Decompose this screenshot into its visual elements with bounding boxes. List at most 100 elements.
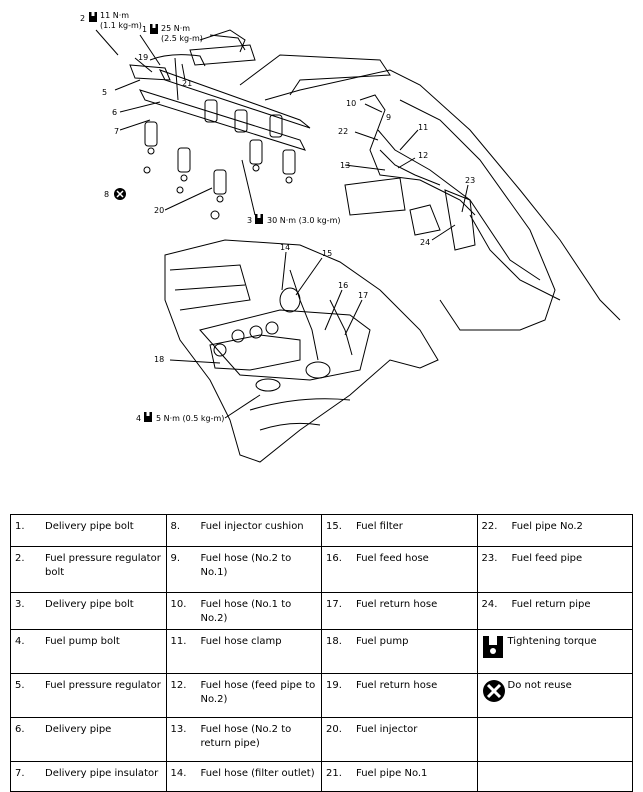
legend-number: 9. xyxy=(170,553,181,564)
legend-cell: 23. Fuel feed pipe xyxy=(476,546,633,593)
legend-cell: 11. Fuel hose clamp xyxy=(165,629,322,674)
callout-5: 5 xyxy=(102,88,107,97)
legend-label: Fuel pipe No.1 xyxy=(356,768,428,779)
legend-label: Fuel filter xyxy=(356,521,403,532)
legend-number: 8. xyxy=(170,521,181,532)
fuel-injectors xyxy=(143,99,296,220)
legend-label: Delivery pipe xyxy=(45,724,112,735)
legend-label: Do not reuse xyxy=(507,680,572,691)
legend-cell: 7.Delivery pipe insulator xyxy=(10,761,167,792)
callout-17: 17 xyxy=(358,291,368,300)
legend-label: Fuel pump xyxy=(356,636,409,647)
legend-label: Tightening torque xyxy=(507,636,597,647)
callout-9: 9 xyxy=(386,113,391,122)
legend-cell: 9. Fuel hose (No.2 to No.1) xyxy=(165,546,322,593)
fuel-tank xyxy=(164,239,439,463)
legend-label: Delivery pipe bolt xyxy=(45,599,134,610)
legend-number: 7. xyxy=(15,768,25,779)
legend-number: 12. xyxy=(170,680,187,691)
legend-number: 4. xyxy=(15,636,25,647)
legend-number: 2. xyxy=(15,553,25,564)
callout-15: 15 xyxy=(322,249,332,258)
legend-number: 15. xyxy=(326,521,342,532)
torque-2-kgm: (1.1 kg-m) xyxy=(100,21,142,30)
torque-3-value: 30 N·m (3.0 kg-m) xyxy=(267,216,340,225)
legend-number: 20. xyxy=(326,724,342,735)
legend-cell: 24.Fuel return pipe xyxy=(476,592,633,630)
legend-cell: 16.Fuel feed hose xyxy=(321,546,478,593)
legend-label: Fuel hose (No.2 to No.1) xyxy=(200,553,292,578)
delivery-pipe-assembly xyxy=(129,29,311,151)
legend-number: 21. xyxy=(326,768,342,779)
callout-12: 12 xyxy=(418,151,428,160)
legend-cell: 21. Fuel pipe No.1 xyxy=(321,761,478,792)
legend-label: Fuel hose (No.1 to No.2) xyxy=(200,599,292,624)
legend-cell: 13. Fuel hose (No.2 to return pipe) xyxy=(165,717,322,762)
legend-number: 11. xyxy=(170,636,187,647)
legend-number: 1. xyxy=(15,521,25,532)
legend-cell: 10. Fuel hose (No.1 to No.2) xyxy=(165,592,322,630)
legend-cell xyxy=(476,761,633,792)
legend-label: Fuel return pipe xyxy=(511,599,591,610)
callout-14: 14 xyxy=(280,243,290,252)
callout-19: 19 xyxy=(138,53,148,62)
callout-24: 24 xyxy=(420,238,430,247)
legend-cell: 3.Delivery pipe bolt xyxy=(10,592,167,630)
legend-cell: 1.Delivery pipe bolt xyxy=(10,514,167,547)
legend-label: Fuel pressure regulator xyxy=(45,680,161,691)
fuel-system-exploded-diagram: 2 11 N·m (1.1 kg-m) 1 25 N·m (2.5 kg-m) … xyxy=(80,11,621,463)
legend-number: 22. xyxy=(481,521,498,532)
legend-cell: 18. Fuel pump xyxy=(321,629,478,674)
legend-cell: 8. Fuel injector cushion xyxy=(165,514,322,547)
legend-cell: 19.Fuel return hose xyxy=(321,673,478,718)
legend-cell: 17.Fuel return hose xyxy=(321,592,478,630)
torque-marker-2 xyxy=(89,12,97,22)
legend-number: 13. xyxy=(170,724,187,735)
legend-label: Fuel feed pipe xyxy=(511,553,583,564)
callout-11: 11 xyxy=(418,123,428,132)
legend-number: 18. xyxy=(326,636,342,647)
legend-cell: 6.Delivery pipe xyxy=(10,717,167,762)
legend-label: Fuel injector cushion xyxy=(200,521,304,532)
legend-number: 23. xyxy=(481,553,498,564)
legend-row: 4. Fuel pump bolt 11. Fuel hose clamp 18. Fue… xyxy=(10,629,633,674)
callout-8: 8 xyxy=(104,190,109,199)
legend-cell: 5.Fuel pressure regulator xyxy=(10,673,167,718)
legend-number: 16. xyxy=(326,553,342,564)
torque-1-value: 25 N·m xyxy=(161,24,190,33)
torque-1-number: 1 xyxy=(142,25,147,34)
torque-4-value: 5 N·m (0.5 kg-m) xyxy=(156,414,224,423)
legend-label: Fuel hose clamp xyxy=(200,636,282,647)
torque-3-number: 3 xyxy=(247,216,252,225)
legend-cell xyxy=(476,717,633,762)
callout-13: 13 xyxy=(340,161,350,170)
do-not-reuse-marker xyxy=(114,188,126,200)
callout-23: 23 xyxy=(465,176,475,185)
legend-label: Fuel pressure regulator bolt xyxy=(45,553,161,578)
legend-number: 10. xyxy=(170,599,187,610)
callout-21: 21 xyxy=(182,79,192,88)
legend-number: 14. xyxy=(170,768,187,779)
legend-cell: 2. Fuel pressure regulator bolt xyxy=(10,546,167,593)
torque-marker-4 xyxy=(144,412,152,422)
do-not-reuse-icon xyxy=(482,679,508,708)
legend-cell: 15. Fuel filter xyxy=(321,514,478,547)
legend-label: Fuel hose (No.2 to return pipe) xyxy=(200,724,292,749)
legend-label: Fuel pump bolt xyxy=(45,636,120,647)
legend-cell: Tightening torque xyxy=(476,629,633,674)
leader-lines xyxy=(95,29,469,419)
legend-number: 19. xyxy=(326,680,342,691)
legend-cell: Do not reuse xyxy=(476,673,633,718)
legend-label: Fuel return hose xyxy=(356,599,438,610)
torque-2-number: 2 xyxy=(80,14,85,23)
callout-7: 7 xyxy=(114,127,119,136)
torque-marker-3 xyxy=(255,214,263,224)
legend-cell: 14.Fuel hose (filter outlet) xyxy=(165,761,322,792)
